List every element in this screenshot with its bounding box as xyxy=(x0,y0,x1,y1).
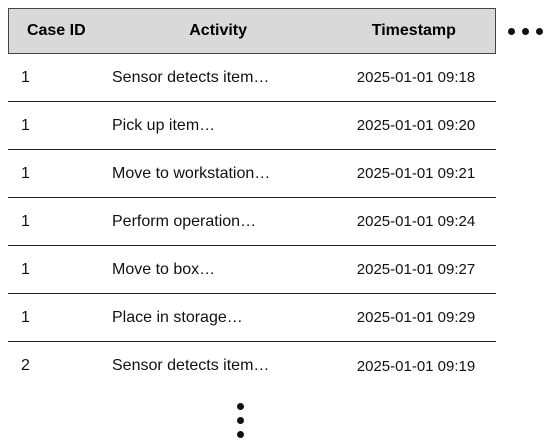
cell-case-id: 1 xyxy=(21,308,30,326)
cell-timestamp: 2025-01-01 09:21 xyxy=(356,165,476,182)
cell-timestamp: 2025-01-01 09:27 xyxy=(356,261,476,278)
table-row: 1 Move to box… 2025-01-01 09:27 xyxy=(8,246,496,294)
table-row: 1 Sensor detects item… 2025-01-01 09:18 xyxy=(8,54,496,102)
table-row: 1 Move to workstation… 2025-01-01 09:21 xyxy=(8,150,496,198)
cell-timestamp: 2025-01-01 09:24 xyxy=(356,213,476,230)
cell-case-id: 2 xyxy=(21,357,30,374)
cell-activity: Move to box… xyxy=(112,260,216,278)
cell-timestamp: 2025-01-01 09:29 xyxy=(356,309,476,326)
more-columns-ellipsis-icon xyxy=(508,28,543,35)
cell-activity: Sensor detects item… xyxy=(112,357,270,374)
more-rows-ellipsis-icon xyxy=(237,403,244,438)
cell-timestamp: 2025-01-01 09:20 xyxy=(356,117,476,134)
cell-case-id: 1 xyxy=(21,68,30,86)
cell-activity: Perform operation… xyxy=(112,212,257,230)
table-row: 1 Place in storage… 2025-01-01 09:29 xyxy=(8,294,496,342)
header-case-id: Case ID xyxy=(26,22,86,39)
cell-timestamp: 2025-01-01 09:18 xyxy=(356,69,476,86)
table-row: 1 Perform operation… 2025-01-01 09:24 xyxy=(8,198,496,246)
event-log-table: Case ID Activity Timestamp 1 Sensor dete… xyxy=(8,8,496,390)
table-row: 2 Sensor detects item… 2025-01-01 09:19 xyxy=(8,342,496,390)
cell-case-id: 1 xyxy=(21,212,30,230)
cell-timestamp: 2025-01-01 09:19 xyxy=(356,357,476,375)
cell-activity: Sensor detects item… xyxy=(112,68,270,86)
dot xyxy=(536,28,543,35)
cell-activity: Move to workstation… xyxy=(112,164,271,182)
dot xyxy=(522,28,529,35)
dot xyxy=(237,417,244,424)
table-row: 1 Pick up item… 2025-01-01 09:20 xyxy=(8,102,496,150)
cell-activity: Pick up item… xyxy=(112,116,216,134)
cell-activity: Place in storage… xyxy=(112,308,243,326)
dot xyxy=(237,403,244,410)
header-timestamp: Timestamp xyxy=(371,22,456,39)
cell-case-id: 1 xyxy=(21,116,30,134)
dot xyxy=(508,28,515,35)
header-activity: Activity xyxy=(189,22,248,39)
dot xyxy=(237,431,244,438)
cell-case-id: 1 xyxy=(21,164,30,182)
table-header: Case ID Activity Timestamp xyxy=(8,8,496,54)
cell-case-id: 1 xyxy=(21,260,30,278)
